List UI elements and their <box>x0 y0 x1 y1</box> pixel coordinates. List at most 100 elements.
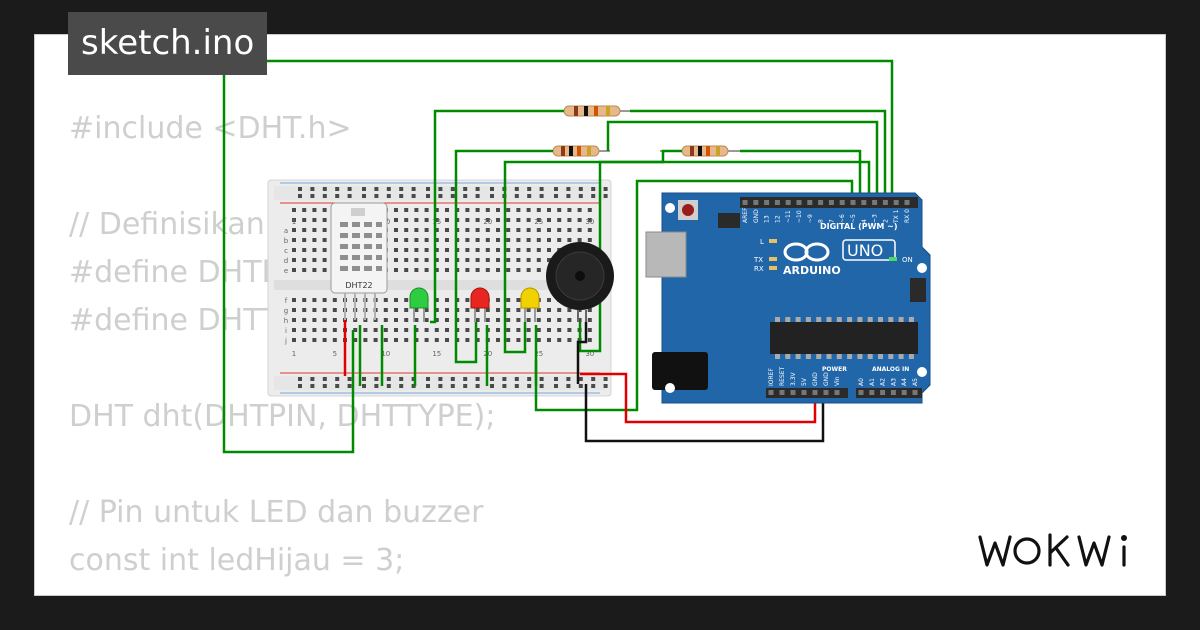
pin-label: RESET <box>779 366 786 386</box>
row-letter: f <box>285 297 288 305</box>
pin-label: RX 0 <box>904 209 911 223</box>
analog-header <box>856 388 922 398</box>
pin-label: 3.3V <box>790 371 797 386</box>
code-preview: #include <DHT.h> // Definisikan #define … <box>69 105 496 595</box>
wire <box>740 149 862 200</box>
diagram-card: #include <DHT.h> // Definisikan #define … <box>34 34 1166 596</box>
pin-label: A1 <box>869 378 876 386</box>
pin-label: GND <box>823 372 830 386</box>
resistor <box>540 105 630 117</box>
column-number: 15 <box>432 350 441 358</box>
power-wires <box>343 320 825 443</box>
analog-label: ANALOG IN <box>872 366 909 373</box>
column-number: 1 <box>292 350 296 358</box>
code-line: #include <DHT.h> <box>69 111 352 146</box>
led-red <box>470 287 490 322</box>
column-number: 15 <box>432 218 441 226</box>
row-letter: j <box>284 337 287 345</box>
column-number: 10 <box>381 350 390 358</box>
led-label-tx: TX <box>753 256 763 264</box>
pin-label: 8 <box>818 219 825 223</box>
wire <box>580 372 817 424</box>
pin-label: Vin <box>834 376 841 386</box>
row-letter: e <box>284 267 288 275</box>
pin-label: 5V <box>801 377 808 386</box>
led-label-l: L <box>760 238 764 246</box>
pin-label: ~3 <box>872 214 879 223</box>
pin-label: ~10 <box>796 210 803 223</box>
buzzer <box>546 242 614 322</box>
row-letter: h <box>284 317 288 325</box>
wire <box>454 149 553 364</box>
microcontroller-chip <box>770 322 918 354</box>
pin-label: GND <box>753 209 760 223</box>
column-number: 25 <box>534 218 543 226</box>
wire <box>576 322 588 384</box>
code-line: #define DHTT <box>69 303 280 338</box>
wire <box>534 179 854 412</box>
green-wires <box>222 59 894 454</box>
row-letter: g <box>284 307 288 315</box>
file-name-tag: sketch.ino <box>68 12 268 75</box>
wire <box>578 149 682 353</box>
led-green <box>409 287 429 322</box>
wire <box>503 160 871 354</box>
pin-label: A4 <box>901 378 908 386</box>
code-line: const int ledHijau = 3; <box>69 543 405 578</box>
wire <box>630 109 887 200</box>
power-label: POWER <box>822 366 847 373</box>
row-letter: b <box>284 237 289 245</box>
power-jack <box>652 352 708 390</box>
pin-label: GND <box>812 372 819 386</box>
code-line: const int ledKuning = 4; <box>69 585 495 595</box>
arduino-logo: ARDUINO UNO <box>783 239 896 277</box>
pin-label: TX 1 <box>893 209 900 224</box>
code-line: // Definisikan <box>69 207 265 242</box>
column-number: 30 <box>585 218 594 226</box>
led-yellow <box>520 287 540 322</box>
pin-label: A5 <box>912 378 919 386</box>
wire <box>430 109 564 324</box>
on-label: ON <box>902 256 913 264</box>
pin-label: 7 <box>828 219 835 223</box>
wire <box>222 59 894 454</box>
arduino-model: UNO <box>847 241 883 260</box>
column-number: 1 <box>292 218 296 226</box>
dht22-sensor: DHT22 <box>330 202 388 320</box>
code-line: #define DHTP <box>69 255 280 290</box>
pin-label: 4 <box>861 219 868 223</box>
pin-label: ~11 <box>785 210 792 223</box>
pin-label: A0 <box>858 378 865 386</box>
pin-label: ~6 <box>839 214 846 223</box>
column-number: 20 <box>483 218 492 226</box>
pin-label: 13 <box>764 215 771 223</box>
usb-port <box>645 231 687 278</box>
row-letter: i <box>285 327 287 335</box>
row-letter: c <box>284 247 288 255</box>
pin-label: ~5 <box>850 214 857 223</box>
sensor-label: DHT22 <box>345 281 372 290</box>
wire <box>584 384 825 443</box>
pin-label: AREF <box>742 207 749 223</box>
code-line: DHT dht(DHTPIN, DHTTYPE); <box>69 399 496 434</box>
wokwi-logo <box>978 533 1127 567</box>
pin-label: ~9 <box>807 214 814 223</box>
arduino-brand: ARDUINO <box>783 264 841 277</box>
digital-label: DIGITAL (PWM ~) <box>820 222 898 231</box>
wire <box>606 120 879 200</box>
row-letter: a <box>284 227 288 235</box>
power-header <box>766 388 848 398</box>
row-letter: d <box>284 257 288 265</box>
code-line: // Pin untuk LED dan buzzer <box>69 495 484 530</box>
pin-label: 2 <box>882 219 889 223</box>
column-number: 30 <box>585 350 594 358</box>
pin-label: IOREF <box>768 368 775 386</box>
led-label-rx: RX <box>754 265 764 273</box>
pin-label: A3 <box>890 378 897 386</box>
column-number: 5 <box>333 350 337 358</box>
column-number: 25 <box>534 350 543 358</box>
reset-button <box>682 204 694 216</box>
pin-label: 12 <box>774 215 781 223</box>
